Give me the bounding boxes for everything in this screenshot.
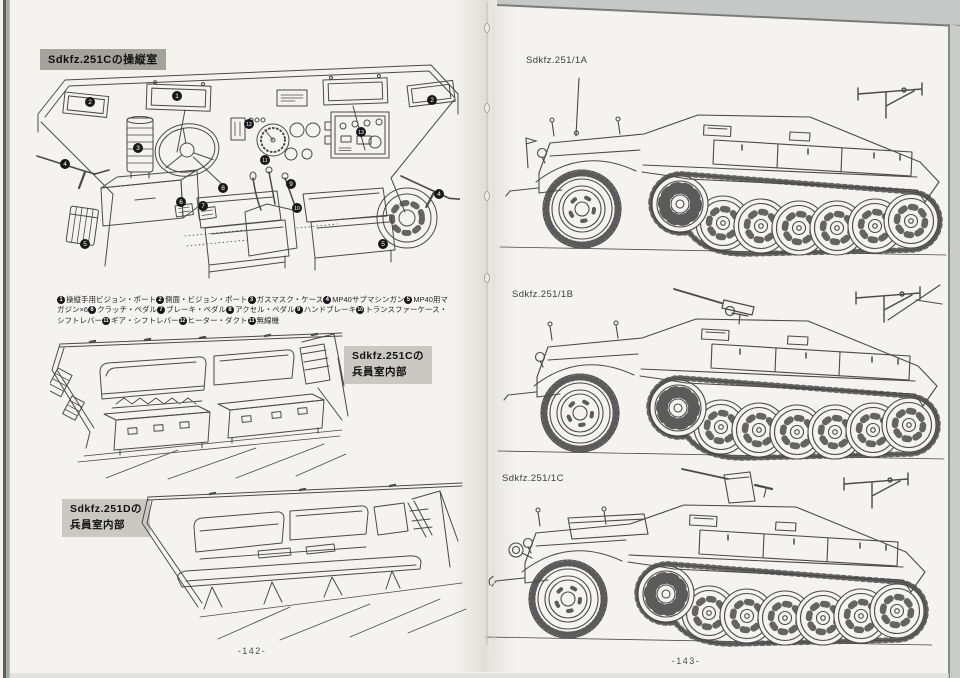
caption-number-badge: 2 — [156, 295, 164, 304]
variant-1b-extras — [673, 284, 943, 325]
binding-staples — [484, 23, 490, 283]
caption-number-badge: 9 — [294, 306, 303, 315]
magazine-pouches — [65, 205, 99, 246]
drawing-number-badge-text: 5 — [83, 241, 87, 248]
crew-c-label-line2: 兵員室内部 — [352, 365, 407, 378]
drawing-number-badge — [176, 197, 186, 207]
caption-number-badge: 5 — [404, 295, 413, 304]
drawing-number-badge — [378, 239, 388, 249]
drawing-number-badge-text: 4 — [437, 191, 441, 198]
vehicle-1a-drawing — [492, 76, 947, 261]
right-page-number: -143- — [671, 656, 701, 666]
stowage-box — [100, 169, 200, 227]
caption-number-badge: 1 — [57, 295, 65, 304]
variant-1c-extras — [488, 468, 774, 586]
drawing-number-badge-text: 11 — [262, 158, 267, 164]
caption-number-badge: 6 — [88, 306, 97, 315]
data-plate — [276, 89, 308, 107]
caption-number-badge: 3 — [247, 295, 256, 304]
vision-port-far-left — [62, 91, 110, 118]
vision-port-right — [322, 74, 389, 106]
crew-d-label-line2: 兵員室内部 — [70, 518, 125, 531]
drawing-number-badge-text: 2 — [88, 99, 92, 106]
crew-c-label-line1: Sdkfz.251Cの — [352, 350, 425, 362]
caption-number-badge: 7 — [157, 306, 166, 315]
drawing-number-badge — [198, 201, 208, 211]
spare-wheel — [376, 187, 438, 249]
caption-number-badge: 8 — [226, 306, 235, 315]
caption-number-badge: 10 — [356, 306, 365, 315]
left-page-number: -142- — [237, 646, 267, 656]
gas-mask-canister — [126, 116, 154, 179]
variant-1c-label: Sdkfz.251/1C — [502, 473, 564, 484]
drawing-number-badge-text: 8 — [221, 185, 225, 192]
crew-compartment-d-drawing — [141, 482, 467, 641]
shift-levers — [244, 166, 298, 257]
drawing-number-badge — [244, 119, 254, 129]
drawing-number-badge — [85, 97, 95, 107]
drawing-number-badge — [427, 95, 437, 105]
variant-1a-extras — [525, 77, 580, 169]
drawing-number-badge — [60, 159, 70, 169]
drawing-number-badge — [172, 91, 182, 101]
driver-seat — [196, 190, 290, 279]
crew-d-label-line1: Sdkfz.251Dの — [70, 503, 143, 515]
cockpit-section-label: Sdkfz.251Cの操縦室 — [40, 49, 166, 70]
crew-compartment-c-label: Sdkfz.251Cの 兵員室内部 — [344, 346, 433, 384]
vision-port-left — [145, 80, 212, 112]
steering-wheel — [154, 123, 225, 187]
drawing-number-badge — [218, 183, 228, 193]
codriver-seat — [302, 187, 396, 271]
drawing-number-badge-text: 6 — [179, 199, 183, 206]
vehicle-1c-drawing — [478, 466, 938, 654]
drawing-number-badge — [286, 179, 296, 189]
caption-number-badge: 13 — [247, 316, 256, 325]
mp40-left — [36, 155, 110, 190]
variant-1b-label: Sdkfz.251/1B — [512, 289, 574, 300]
caption-number-badge: 4 — [323, 295, 332, 304]
variant-1a-label: Sdkfz.251/1A — [526, 55, 588, 66]
drawing-number-badge-text: 9 — [289, 181, 293, 188]
drawing-number-badge-text: 13 — [358, 130, 364, 136]
drawing-number-badge — [434, 189, 444, 199]
right-wall-frame — [390, 99, 455, 213]
drawing-number-badge-text: 2 — [430, 97, 434, 104]
radio-set — [330, 111, 390, 159]
drawing-number-badge-text: 12 — [246, 122, 252, 128]
drawing-number-badge — [292, 203, 302, 213]
drawing-number-badge — [80, 239, 90, 249]
caption-number-badge: 12 — [178, 316, 187, 325]
vehicle-1b-drawing — [490, 280, 945, 465]
drawing-number-badge-text: 5 — [381, 241, 385, 248]
drawing-number-badge — [133, 143, 143, 153]
crew-compartment-d-label: Sdkfz.251Dの 兵員室内部 — [62, 499, 151, 537]
drawing-number-badge — [260, 155, 270, 165]
drawing-number-badge-text: 10 — [294, 206, 300, 212]
mp40-right — [400, 175, 460, 209]
left-wall-frame — [40, 121, 114, 267]
drawing-number-badge-text: 7 — [201, 203, 205, 210]
caption-number-badge: 11 — [102, 316, 110, 325]
drawing-number-badge-text: 1 — [175, 93, 179, 100]
drawing-number-badge-text: 3 — [136, 145, 140, 152]
drawing-number-badge-text: 4 — [63, 161, 67, 168]
crew-compartment-c-drawing — [50, 332, 349, 480]
drawing-number-badge — [356, 127, 366, 137]
